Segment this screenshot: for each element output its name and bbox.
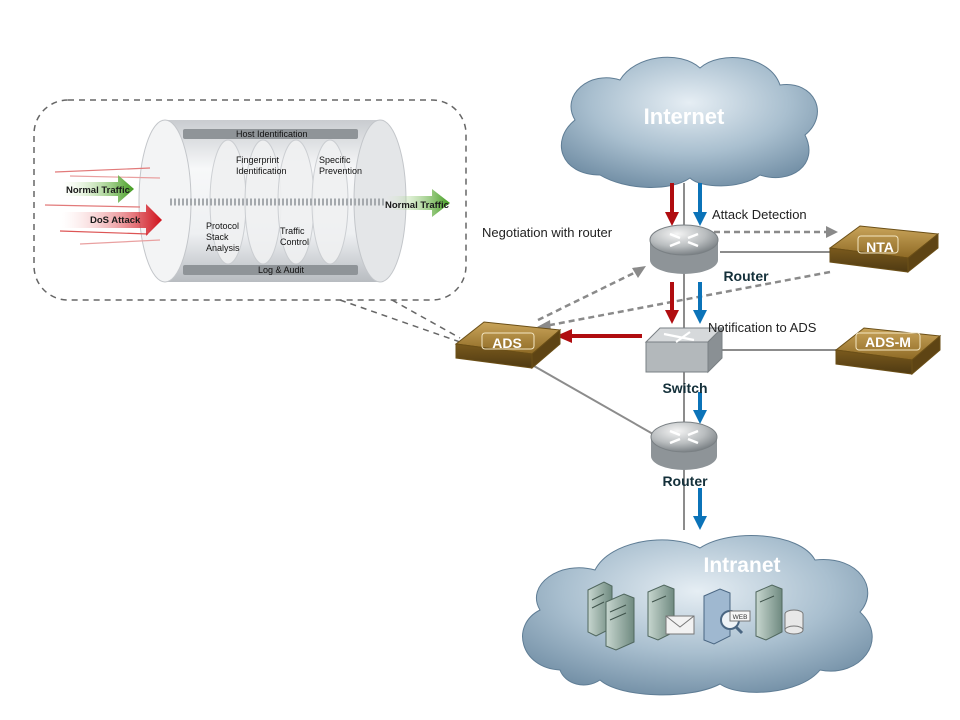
intranet-cloud-shape <box>522 535 873 696</box>
ads-router-line <box>533 365 661 439</box>
normal-traffic-in-arrow <box>62 175 134 203</box>
mail-server-icon <box>647 584 695 641</box>
normal-traffic-out-label: Normal Traffic <box>385 200 449 211</box>
log-audit-label: Log & Audit <box>258 265 305 275</box>
callout-box: Normal Traffic DoS Attack Normal Traffic… <box>33 99 467 343</box>
normal-traffic-out-arrow <box>386 189 450 217</box>
normal-traffic-in-label: Normal Traffic <box>66 185 130 196</box>
ads-m-label: ADS-M <box>865 334 911 350</box>
attack-arrowhead <box>665 310 679 324</box>
switch-label: Switch <box>662 380 707 396</box>
log-audit-bar <box>183 265 358 275</box>
connections <box>533 183 840 530</box>
dos-attack-arrow <box>62 204 162 236</box>
ads-device-icon <box>454 321 562 370</box>
dashed-arrows <box>537 230 831 328</box>
host-identification-label: Host Identification <box>236 129 308 139</box>
traffic-arrows <box>556 183 707 530</box>
svg-text:WEB: WEB <box>733 614 748 621</box>
notification-arrow <box>544 270 831 328</box>
nta-label: NTA <box>866 239 894 255</box>
ads-m-device-icon <box>834 327 942 376</box>
host-identification-bar <box>183 129 358 139</box>
normal-arrowhead <box>693 516 707 530</box>
attack-arrowhead <box>665 212 679 226</box>
fingerprint-identification-label: Fingerprint Identification <box>236 155 287 176</box>
negotiation-label: Negotiation with router <box>482 225 613 240</box>
traffic-streaks <box>44 167 161 245</box>
negotiation-arrowhead <box>632 266 646 278</box>
nta-device-icon <box>828 225 940 274</box>
router-top-icon <box>649 224 719 274</box>
specific-prevention-label: Specific Prevention <box>319 155 362 176</box>
web-server-icon: WEB <box>703 588 751 645</box>
traffic-control-label: Traffic Control <box>280 226 309 247</box>
protocol-stack-analysis-label: Protocol Stack Analysis <box>206 221 242 253</box>
normal-arrowhead <box>693 212 707 226</box>
ads-label: ADS <box>492 335 522 351</box>
callout-pointer-line <box>339 299 461 343</box>
attack-detection-label: Attack Detection <box>712 207 807 222</box>
diversion-arrowhead <box>556 329 572 343</box>
internet-cloud-shape <box>560 56 818 188</box>
router-bottom-icon <box>650 421 718 470</box>
notification-label: Notification to ADS <box>708 320 817 335</box>
internet-label: Internet <box>644 104 725 129</box>
negotiation-arrow <box>537 268 641 322</box>
normal-arrowhead <box>693 310 707 324</box>
intranet-cloud: Intranet WEB <box>522 535 873 696</box>
intranet-label: Intranet <box>703 554 780 577</box>
normal-arrowhead <box>693 410 707 424</box>
security-pipe <box>138 119 407 283</box>
internet-cloud: Internet <box>560 56 818 188</box>
callout-border <box>33 99 467 301</box>
switch-icon <box>644 326 724 374</box>
router-top-label: Router <box>723 268 769 284</box>
attack-detection-arrowhead <box>826 226 838 238</box>
database-server-icon <box>755 584 804 641</box>
dos-attack-label: DoS Attack <box>90 215 141 226</box>
callout-pointer-line <box>391 299 461 339</box>
router-bottom-label: Router <box>662 473 708 489</box>
server-icon <box>605 593 635 651</box>
